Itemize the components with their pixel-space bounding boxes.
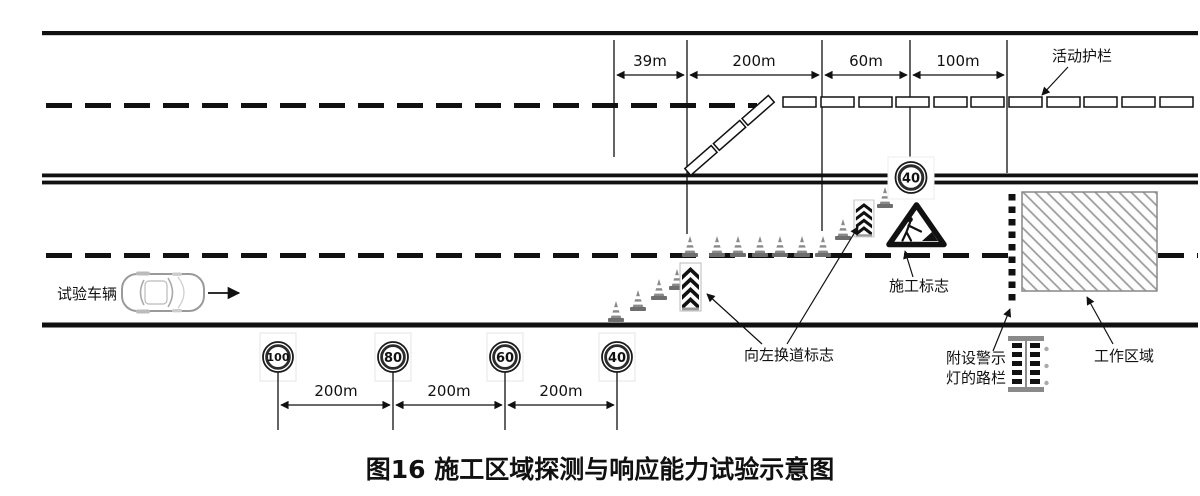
road-edge-top [42,31,1198,36]
speed-sign-100: 100 [259,332,297,430]
work-zone-speed-sign: 40 [887,156,935,200]
lane-change-leader-arrow-upper [786,226,859,345]
road-edge-bottom [42,322,1198,328]
dim-label-200m-1: 200m [314,382,357,400]
traffic-cone [815,236,831,257]
speed-value-80: 80 [384,351,402,366]
warning-light [1044,363,1049,369]
barrier-label-line1: 附设警示 [946,349,1006,367]
traffic-cone [752,236,768,257]
construction-sign: 施工标志 [886,202,949,295]
speed-sign-40: 40 [598,332,636,430]
speed-sign-row: 100 80 60 40 200m 200m 200m [259,332,636,430]
chevron-sign-lower-icon [679,262,702,312]
work-area-label: 工作区域 [1094,347,1154,365]
speed-sign-inner-ring [897,164,925,191]
speed-sign-80: 80 [374,332,412,430]
lane-change-leader-arrow-lower [706,293,763,345]
guardrail-segment [782,96,817,108]
road-barrier-icon [1008,336,1049,392]
movable-guardrail: 活动护栏 [683,47,1194,177]
guardrail-segment [1159,96,1194,108]
traffic-cone [682,236,698,257]
guardrail-segment [1008,96,1043,108]
roadway [42,31,1198,328]
dim-label-200m-2: 200m [427,382,470,400]
warning-light [1044,380,1049,386]
warning-light [1044,346,1049,352]
top-dimension-lines [613,40,1008,234]
figure-caption: 图16 施工区域探测与响应能力试验示意图 [366,455,835,484]
traffic-cone [709,236,725,257]
traffic-cone [608,301,624,322]
traffic-cone [772,236,788,257]
median-line-1 [42,173,1198,178]
test-vehicle: 试验车辆 [57,271,241,314]
median-line-2 [42,180,1198,185]
guardrail-segment [1121,96,1156,108]
guardrail-segment [970,96,1005,108]
traffic-cone [651,279,667,300]
dim-label-60m: 60m [849,52,883,70]
top-dimensions: 39m 200m 60m 100m [616,52,1005,80]
dim-label-39m: 39m [633,52,667,70]
traffic-cone [630,290,646,311]
traffic-cone [835,219,851,240]
guardrail-segment [1046,96,1081,108]
traffic-cone [730,236,746,257]
test-vehicle-label: 试验车辆 [57,285,117,303]
movable-guardrail-leader-arrow [1041,66,1069,96]
guardrail-diagonal [683,94,776,177]
dim-label-200m-3: 200m [539,382,582,400]
chevron-sign-upper-icon [853,199,875,238]
dim-label-100m: 100m [936,52,979,70]
guardrail-segment [858,96,893,108]
guardrail-segment [1083,96,1118,108]
lane-change-left-sign-label: 向左换道标志 [744,346,834,364]
speed-value-60: 60 [496,351,514,366]
construction-sign-leader-arrow [903,250,914,278]
speed-value-100: 100 [267,351,290,364]
traffic-cone [794,236,810,257]
guardrail-segment [820,96,855,108]
guardrail-segment [895,96,930,108]
barrier-leader-arrow [992,308,1012,352]
guardrail-row [782,96,1194,108]
barrier-with-warning-lights: 附设警示 灯的路栏 [946,308,1049,392]
dim-label-200m-top: 200m [732,52,775,70]
guardrail-segment [933,96,968,108]
work-area: 工作区域 [1008,191,1158,365]
work-area-hatched-rect [1021,191,1158,292]
construction-sign-label: 施工标志 [889,277,949,295]
speed-value-40: 40 [608,351,626,366]
barrier-label-line2: 灯的路栏 [946,369,1006,387]
worker-glyph [901,216,938,242]
lane-change-signs: 向左换道标志 [679,199,875,364]
movable-guardrail-label: 活动护栏 [1052,47,1112,65]
car-top-view-icon [121,271,205,314]
speed-sign-60: 60 [486,332,524,430]
work-zone-speed-value: 40 [902,172,920,187]
work-area-leader-arrow [1086,296,1114,345]
